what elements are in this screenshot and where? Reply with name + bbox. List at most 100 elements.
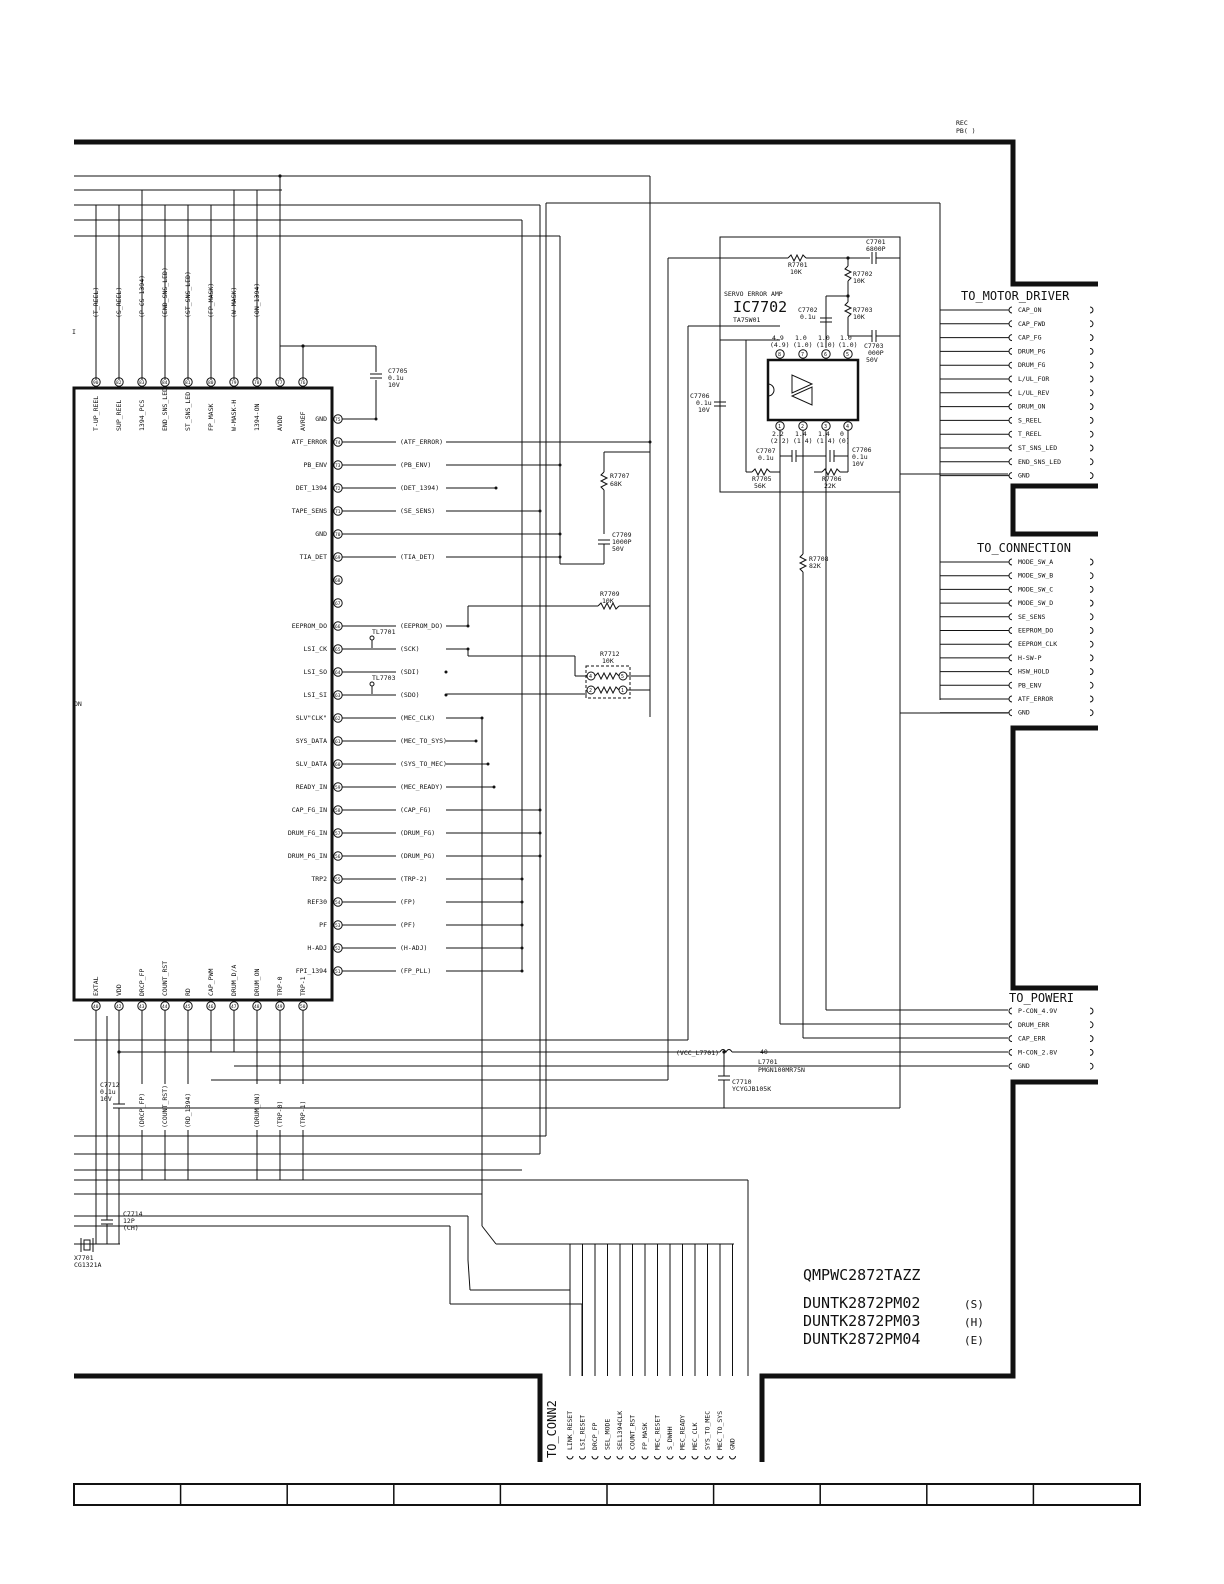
svg-text:12P: 12P — [123, 1217, 135, 1225]
ic-bottom-pins: 40EXTAL42VDD43DRCP_FP(DRCP_FP)44COUNT_RS… — [91, 961, 308, 1180]
svg-text:1: 1 — [778, 424, 781, 430]
ic-pin-number: 59 — [335, 785, 341, 791]
ic-pin-number: 61 — [335, 739, 341, 745]
ic-pin-label: VDD — [115, 984, 123, 996]
svg-text:C7703: C7703 — [864, 342, 884, 350]
connector-pin-label: M-CON_2.8V — [1018, 1048, 1057, 1056]
svg-text:C7710: C7710 — [732, 1078, 752, 1086]
svg-text:000P: 000P — [868, 349, 884, 357]
ic-pin-number: 82 — [116, 380, 122, 386]
svg-text:R7712: R7712 — [600, 650, 620, 658]
connector-pin-label: SE_SENS — [1018, 613, 1045, 621]
connector-pin-label: MODE_SW_C — [1018, 585, 1053, 593]
resistor-r7708: R7708 82K — [798, 553, 829, 1038]
svg-text:2: 2 — [589, 688, 592, 694]
svg-text:TA75W01: TA75W01 — [733, 316, 760, 324]
svg-text:3: 3 — [824, 424, 827, 430]
ic-net-label: (RD_1394) — [184, 1093, 192, 1128]
svg-text:10V: 10V — [698, 406, 710, 414]
ic-pin-label: DRCP_FP — [138, 969, 146, 996]
ic-pin-number: 55 — [335, 877, 341, 883]
ic-pin-number: 69 — [335, 555, 341, 561]
ic-pin-number: 77 — [277, 380, 283, 386]
ic-pin-number: 57 — [335, 831, 341, 837]
ic-pin-label: 1394-ON — [253, 404, 261, 431]
ic-pin-label: DRUM_PG_IN — [288, 852, 327, 860]
ic-net-label: (TRP-2) — [400, 875, 427, 883]
connector-pin-label: DRUM_ON — [1018, 403, 1045, 411]
svg-text:0.1u: 0.1u — [852, 453, 868, 461]
connector-pin-label: MODE_SW_B — [1018, 572, 1053, 580]
servo-voltage: 1.0 — [818, 334, 830, 342]
ic-pin-label: LSI_CK — [304, 645, 328, 653]
ic-pin-label: TAPE_SENS — [292, 507, 327, 515]
ic-pin-number: 83 — [139, 380, 145, 386]
ic-net-label: (TIA_DET) — [400, 553, 435, 561]
svg-text:CG1321A: CG1321A — [74, 1261, 101, 1269]
svg-text:YCYGJB105K: YCYGJB105K — [732, 1085, 771, 1093]
conn2-pin-label: MEC_CLK — [691, 1423, 699, 1450]
connector-pin-label: EEPROM_CLK — [1018, 640, 1057, 648]
top-bus-wires — [74, 174, 941, 1154]
ic-pin-number: 78 — [254, 380, 260, 386]
ic-pin-label: TRP-1 — [299, 976, 307, 996]
ic-pin-number: 47 — [231, 1004, 237, 1010]
servo-voltage: 2.2 — [772, 430, 784, 438]
servo-voltage: 0 — [840, 430, 844, 438]
ic-pin-number: 43 — [139, 1004, 145, 1010]
conn2-pin-label: GND — [729, 1438, 737, 1450]
svg-text:TO_CONNECTION: TO_CONNECTION — [977, 541, 1071, 555]
svg-text:40: 40 — [760, 1048, 768, 1056]
ic-net-label: (SE_SENS) — [400, 507, 435, 515]
ic-pin-label: SUP_REEL — [115, 400, 123, 431]
svg-text:10V: 10V — [852, 460, 864, 468]
svg-text:7: 7 — [801, 352, 804, 358]
ic-net-label: (CAP_FG) — [400, 806, 431, 814]
svg-text:6: 6 — [824, 352, 827, 358]
crystal-x7701: X7701 CG1321A — [74, 1016, 101, 1269]
ic-pin-label: LSI_SO — [304, 668, 328, 676]
svg-text:0.1u: 0.1u — [800, 313, 816, 321]
svg-text:R7703: R7703 — [853, 306, 873, 314]
ic-pin-label: REF30 — [307, 898, 327, 906]
ic-pin-label: FPI_1394 — [296, 967, 327, 975]
ic-pin-number: 68 — [335, 578, 341, 584]
ic-pin-label: T-UP_REEL — [92, 396, 100, 431]
conn2-pin-label: COUNT_RST — [629, 1415, 637, 1450]
ic-pin-label: COUNT_RST — [161, 961, 169, 996]
ic-pin-number: 81 — [185, 380, 191, 386]
pwb-number: QMPWC2872TAZZ — [803, 1266, 920, 1284]
svg-text:R7706: R7706 — [822, 475, 842, 483]
servo-voltage: 1.0 — [795, 334, 807, 342]
svg-text:10K: 10K — [602, 597, 614, 605]
ic-pin-number: 79 — [231, 380, 237, 386]
svg-text:0.1u: 0.1u — [100, 1088, 116, 1096]
capacitor-c7705: C7705 0.1u 10V — [370, 367, 408, 389]
ic-pin-label: SYS_DATA — [296, 737, 327, 745]
svg-text:SERVO ERROR AMP: SERVO ERROR AMP — [724, 290, 783, 298]
capacitor-c7714: C7714 12P (CH) — [74, 1016, 143, 1245]
connector-pin-label: MODE_SW_D — [1018, 599, 1053, 607]
connector-pin-label: S_REEL — [1018, 416, 1042, 424]
connector-pin-label: P-CON_4.9V — [1018, 1007, 1057, 1015]
ic-pin-label: PF — [319, 921, 327, 929]
ic-pin-label: TRP2 — [311, 875, 327, 883]
svg-text:TL7703: TL7703 — [372, 674, 396, 682]
svg-text:X7701: X7701 — [74, 1254, 94, 1262]
ic-pin-label: DRUM_ON — [253, 969, 261, 996]
svg-text:C7707: C7707 — [756, 447, 776, 455]
ic-net-label: (TRP-1) — [299, 1101, 307, 1128]
conn2-pin-label: SEL_MODE — [604, 1419, 612, 1450]
conn2-pin-label: MEC_RESET — [654, 1415, 662, 1450]
pb-label: PB( ) — [956, 127, 976, 135]
ic-pin-label: CAP_PWM — [207, 969, 215, 996]
ic-net-label: (EEPROM_DO) — [400, 622, 443, 630]
svg-text:C7712: C7712 — [100, 1081, 120, 1089]
left-edge-label: ON — [74, 700, 82, 708]
rec-label: REC — [956, 119, 968, 127]
ic-net-label: (MEC_READY) — [400, 783, 443, 791]
ic-pin-number: 56 — [335, 854, 341, 860]
ic-net-label: (MEC_CLK) — [400, 714, 435, 722]
